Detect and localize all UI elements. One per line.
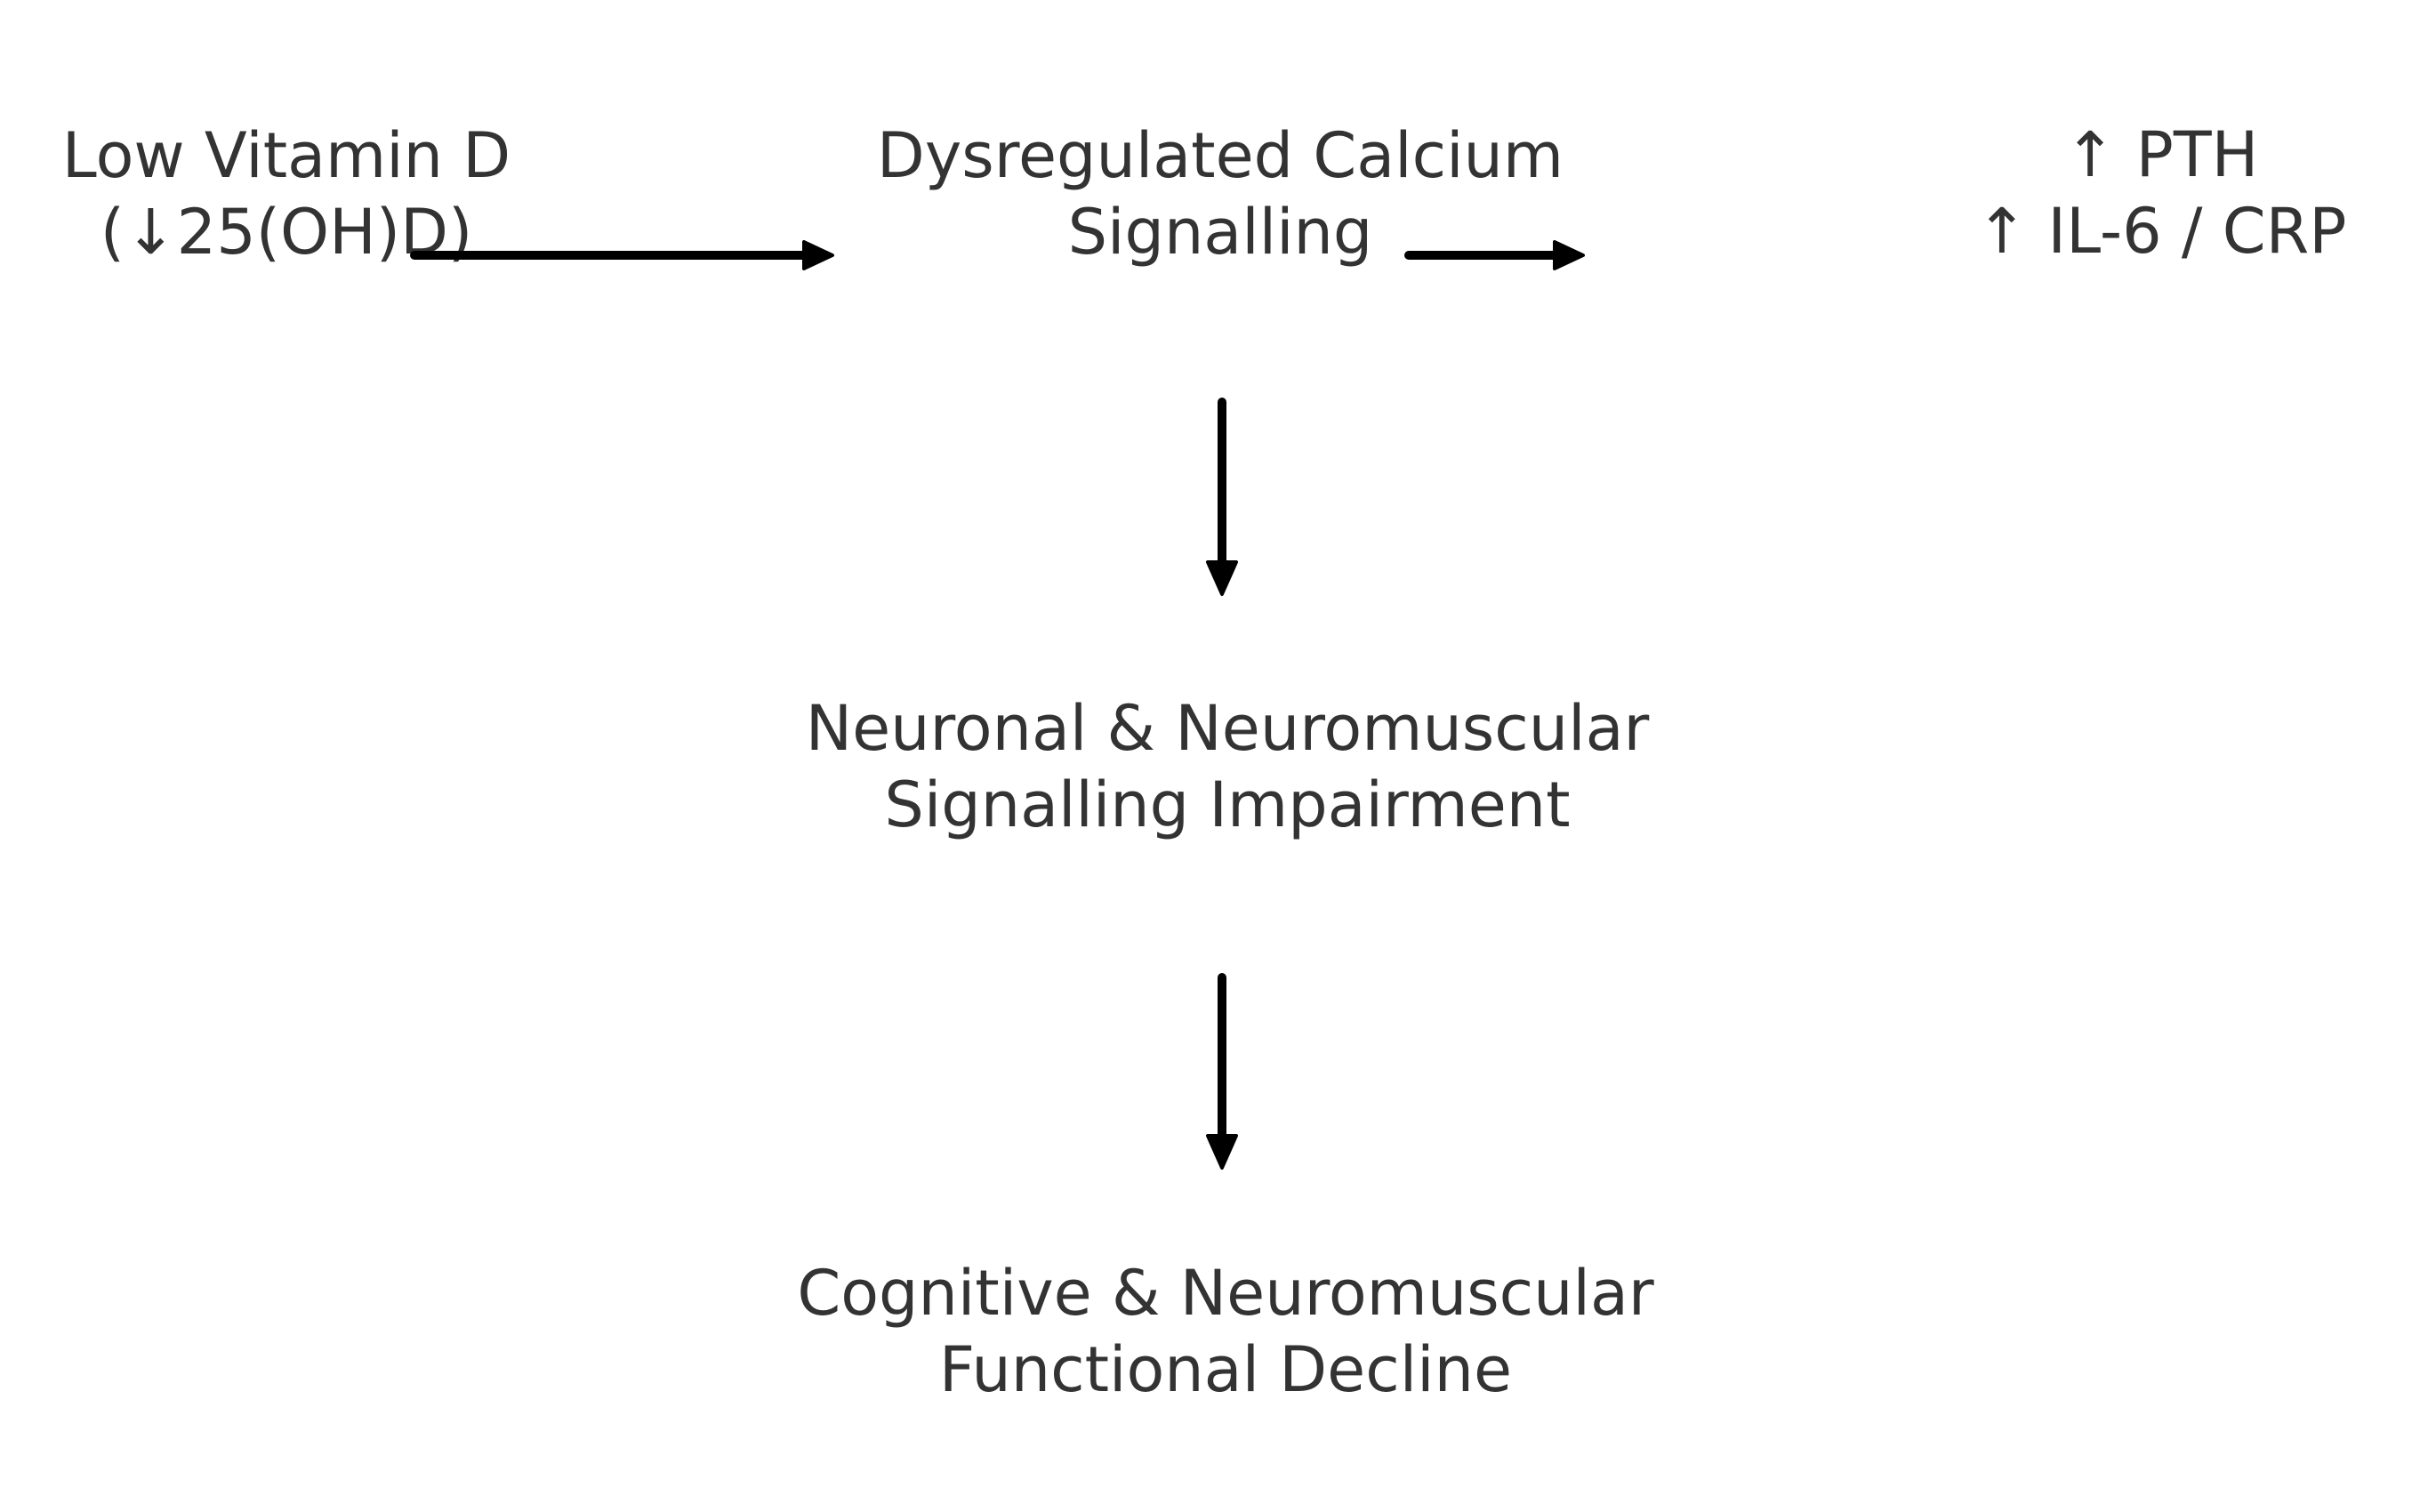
node-text-line: Functional Decline	[938, 1333, 1513, 1406]
node-neuronal-impairment: Neuronal & Neuromuscular Signalling Impa…	[806, 690, 1650, 843]
node-text-line: Neuronal & Neuromuscular	[805, 692, 1650, 765]
arrow-neuronal-to-cognitive-icon	[1206, 973, 1238, 1170]
node-text-line: ↑ PTH	[2063, 118, 2259, 191]
node-text-line: Cognitive & Neuromuscular	[797, 1257, 1654, 1330]
node-text-line: Low Vitamin D	[61, 119, 511, 192]
node-text-line: Dysregulated Calcium	[876, 119, 1564, 192]
node-pth-il6-crp: ↑ PTH ↑ IL-6 / CRP	[1976, 117, 2347, 269]
node-low-vitamin-d: Low Vitamin D (↓25(OH)D)	[62, 117, 511, 270]
node-cognitive-decline: Cognitive & Neuromuscular Functional Dec…	[797, 1255, 1653, 1408]
arrow-calcium-to-neuronal-icon	[1206, 398, 1238, 596]
node-text-line: Signalling	[1067, 196, 1373, 269]
node-text-line: Signalling Impairment	[884, 768, 1571, 841]
node-text-line: ↑ IL-6 / CRP	[1975, 195, 2347, 268]
node-dysregulated-calcium: Dysregulated Calcium Signalling	[877, 117, 1564, 270]
node-text-line: (↓25(OH)D)	[100, 196, 473, 269]
